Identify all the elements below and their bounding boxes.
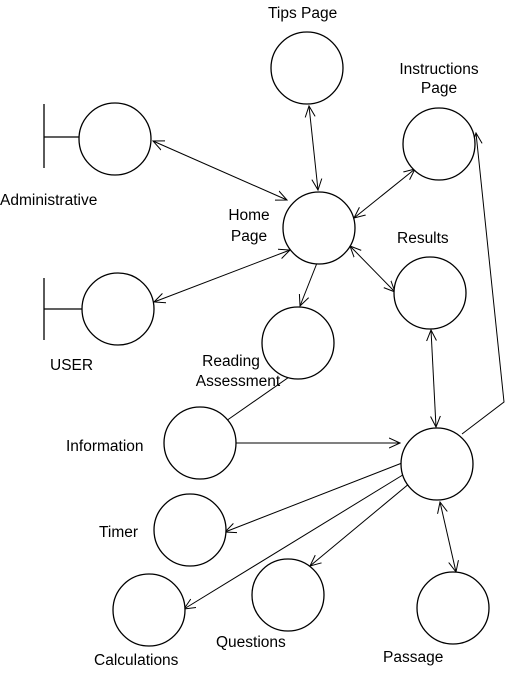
home-page-label: Home [228, 207, 269, 224]
timer-node[interactable] [153, 493, 227, 567]
edge-home-instructions [354, 169, 415, 218]
user-label: USER [50, 357, 93, 374]
edge-hub-passage [440, 502, 456, 572]
reading-assessment-node[interactable] [261, 306, 335, 380]
reading-assessment-label-line2: Assessment [196, 373, 281, 390]
edges [153, 106, 505, 609]
administrative-label: Administrative [0, 192, 97, 209]
instructions-page-label-line2: Page [421, 80, 457, 97]
calculations-label: Calculations [94, 652, 179, 669]
home-page-node[interactable] [282, 191, 356, 265]
edge-hub-questions [310, 478, 416, 566]
edge-results-hub [431, 330, 436, 427]
results-label: Results [397, 230, 449, 247]
edge-user-home [154, 250, 290, 302]
edge-admin-home [153, 141, 287, 200]
user-boundary-actor [43, 278, 82, 340]
information-node[interactable] [163, 406, 237, 480]
questions-node[interactable] [251, 558, 325, 632]
edge-tips-home [309, 106, 318, 190]
edge-home-results [350, 246, 395, 292]
information-label: Information [66, 438, 144, 455]
calculations-node[interactable] [112, 573, 186, 647]
edge-hub-instructions [461, 133, 505, 435]
questions-label: Questions [216, 634, 286, 651]
hub-node[interactable] [400, 427, 474, 501]
administrative-node[interactable] [78, 102, 152, 176]
instructions-page-label: Instructions [399, 61, 479, 78]
reading-assessment-label: Reading [202, 353, 260, 370]
results-node[interactable] [393, 256, 467, 330]
tips-page-node[interactable] [270, 31, 344, 105]
passage-label: Passage [383, 649, 443, 666]
tips-page-label: Tips Page [268, 5, 337, 22]
administrative-boundary-actor [43, 104, 80, 168]
edge-home-reading [300, 262, 318, 306]
home-page-label-line2: Page [231, 228, 267, 245]
passage-node[interactable] [416, 571, 490, 645]
edge-hub-timer [225, 462, 403, 532]
user-node[interactable] [81, 272, 155, 346]
instructions-page-node[interactable] [402, 107, 476, 181]
timer-label: Timer [99, 524, 138, 541]
